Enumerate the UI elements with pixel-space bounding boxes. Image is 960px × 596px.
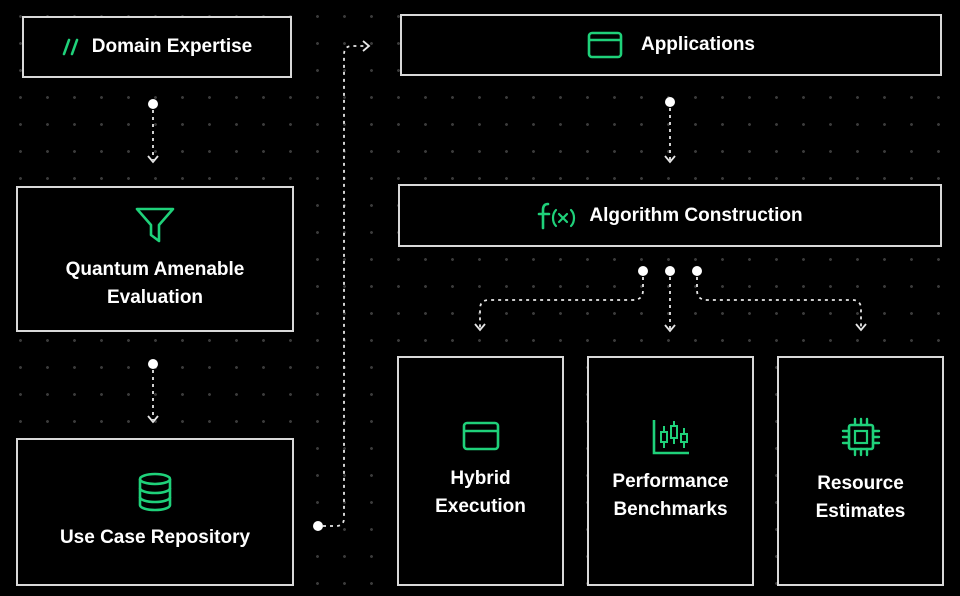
connector-algorithm-to-resources: [692, 266, 867, 332]
chip-icon: [840, 416, 882, 458]
connector-algorithm-to-hybrid: [474, 266, 648, 332]
quantum-amenable-evaluation-node: Quantum Amenable Evaluation: [16, 186, 294, 332]
performance-benchmarks-label: Performance Benchmarks: [612, 471, 729, 520]
connector-repository-to-applications: [313, 40, 371, 531]
resource-estimates-node: Resource Estimates: [777, 356, 944, 586]
database-icon: [137, 472, 173, 512]
hybrid-execution-node: Hybrid Execution: [397, 356, 564, 586]
filter-funnel-icon: [135, 206, 175, 244]
performance-benchmarks-node: Performance Benchmarks: [587, 356, 754, 586]
quantum-amenable-evaluation-label: Quantum Amenable Evaluation: [65, 259, 245, 308]
resource-estimates-label: Resource Estimates: [815, 473, 906, 522]
function-icon: [537, 201, 579, 231]
connector-applications-to-algorithm: [664, 97, 676, 164]
algorithm-construction-node: Algorithm Construction: [398, 184, 942, 247]
use-case-repository-node: Use Case Repository: [16, 438, 294, 586]
domain-expertise-node: Domain Expertise: [22, 16, 292, 78]
hybrid-execution-label: Hybrid Execution: [435, 468, 526, 517]
candlestick-chart-icon: [651, 418, 691, 456]
double-slash-icon: [62, 38, 80, 56]
browser-window-icon: [462, 421, 500, 451]
connector-evaluation-to-repository: [147, 359, 159, 424]
connector-algorithm-to-benchmarks: [664, 266, 676, 333]
connector-domain-to-evaluation: [147, 99, 159, 164]
applications-label: Applications: [640, 34, 755, 55]
domain-expertise-label: Domain Expertise: [91, 36, 253, 57]
use-case-repository-label: Use Case Repository: [59, 527, 251, 548]
algorithm-construction-label: Algorithm Construction: [589, 204, 803, 226]
applications-node: Applications: [400, 14, 942, 76]
browser-window-icon: [587, 31, 623, 59]
